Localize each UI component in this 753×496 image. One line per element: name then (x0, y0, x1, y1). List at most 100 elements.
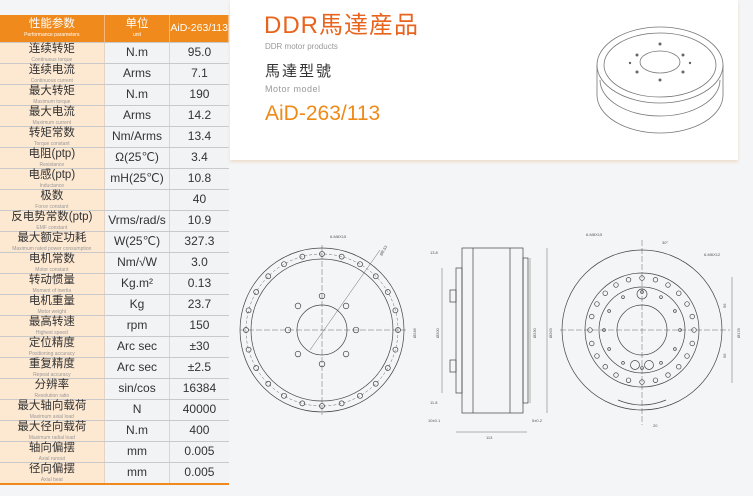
param-name-en: Moment of inertia (32, 287, 72, 294)
param-name-cn: 最高转速 (28, 315, 75, 328)
bolt-hole (613, 372, 619, 378)
param-name-en: Maximum axial load (29, 413, 74, 420)
param-name-cn: 最大电流 (28, 105, 75, 118)
unit-cell: Nm/√W (104, 252, 171, 274)
bolt-hole (676, 290, 682, 296)
param-name-cn: 最大转矩 (28, 84, 75, 97)
bolt-hole (602, 290, 608, 296)
unit-cell: N.m (104, 42, 171, 64)
unit-cell: Kg.m² (104, 273, 171, 295)
bolt-hole (299, 253, 306, 260)
value-cell: 16384 (169, 378, 229, 400)
technical-drawings: 6-M8X15 Ø246 Ø8.53 Ø200 Ø230 Ø263 13.8 1… (239, 232, 741, 440)
bolt-hole (357, 261, 363, 268)
bolt-hole (589, 313, 595, 320)
value-cell: ±30 (169, 336, 229, 358)
param-name-en: Highest speed (35, 329, 68, 336)
bolt-hole (392, 346, 399, 353)
value-cell: 327.3 (169, 231, 229, 253)
side-view-drawing: Ø200 Ø230 Ø263 13.8 11.8 10±0.1 5±0.2 11… (428, 247, 553, 440)
value-cell: 0.13 (169, 273, 229, 295)
bolt-hole (639, 275, 645, 281)
bolt-hole (338, 253, 345, 260)
bolt-hole (392, 307, 399, 314)
param-cell: 电感(ptp)Inductance (0, 168, 105, 190)
param-name-cn: 径向偏摆 (28, 462, 75, 475)
param-name-cn: 最大径向载荷 (17, 420, 87, 433)
param-name-en: Torque constant (34, 140, 70, 147)
param-name-cn: 连续转矩 (28, 42, 75, 55)
bolt-hole (652, 377, 659, 383)
bolt-hole (265, 273, 272, 280)
bolt-hole (265, 380, 272, 387)
side-d263-label: Ø263 (548, 327, 553, 338)
param-name-cn: 电机常数 (28, 252, 75, 265)
side-length-label: 113 (486, 435, 493, 440)
value-cell: 14.2 (169, 105, 229, 127)
unit-cell: Nm/Arms (104, 126, 171, 148)
bolt-hole (352, 326, 360, 334)
unit-cell: Arms (104, 63, 171, 85)
value-cell: 150 (169, 315, 229, 337)
side-d230-label: Ø230 (532, 327, 537, 338)
bolt-hole (372, 380, 379, 387)
bolt-hole (665, 372, 671, 378)
bolt-hole (253, 365, 260, 371)
unit-cell: Kg (104, 294, 171, 316)
bolt-hole (318, 292, 326, 300)
param-name-cn: 轴向偏摆 (28, 441, 75, 454)
unit-cell: N (104, 399, 171, 421)
side-f2-label: 5±0.2 (532, 418, 543, 423)
header-param-cn: 性能参数 (28, 18, 75, 31)
bolt-hole (281, 392, 287, 399)
bolt-hole (689, 340, 695, 347)
bolt-hole (665, 282, 671, 288)
param-name-en: Positioning accuracy (28, 350, 75, 357)
param-name-cn: 最大额定功耗 (17, 231, 87, 244)
bolt-hole (319, 251, 325, 257)
rear-holes1-label: 6-M8X15 (586, 232, 603, 237)
bolt-hole (245, 346, 252, 353)
value-cell: 3.4 (169, 147, 229, 169)
rear-view-drawing: 6-M8X15 6-M6X12 30° 56 56 Ø178 20 (560, 232, 741, 428)
value-cell: 23.7 (169, 294, 229, 316)
rear-56a-label: 56 (722, 303, 727, 308)
bolt-hole (594, 353, 600, 359)
param-name-cn: 电机重量 (28, 294, 75, 307)
param-name-en: Continuous current (30, 77, 73, 84)
unit-cell (104, 189, 171, 211)
unit-cell: mm (104, 462, 171, 485)
bolt-hole (243, 327, 249, 333)
value-cell: 0.005 (169, 462, 229, 485)
bolt-hole (621, 361, 625, 365)
param-name-cn: 极数 (40, 189, 64, 202)
unit-cell: sin/cos (104, 378, 171, 400)
value-cell: 0.005 (169, 441, 229, 463)
product-header-card: DDR馬達産品 DDR motor products 馬達型號 Motor mo… (230, 0, 738, 160)
motor-isometric-image (596, 26, 724, 134)
bolt-hole (319, 403, 325, 409)
bolt-hole (639, 379, 645, 385)
bolt-hole (602, 364, 608, 370)
param-name-en: Maximum current (32, 119, 72, 126)
bolt-hole (652, 277, 659, 283)
param-name-en: Axial beat (40, 476, 63, 483)
param-name-en: Maximum radial load (28, 434, 75, 441)
